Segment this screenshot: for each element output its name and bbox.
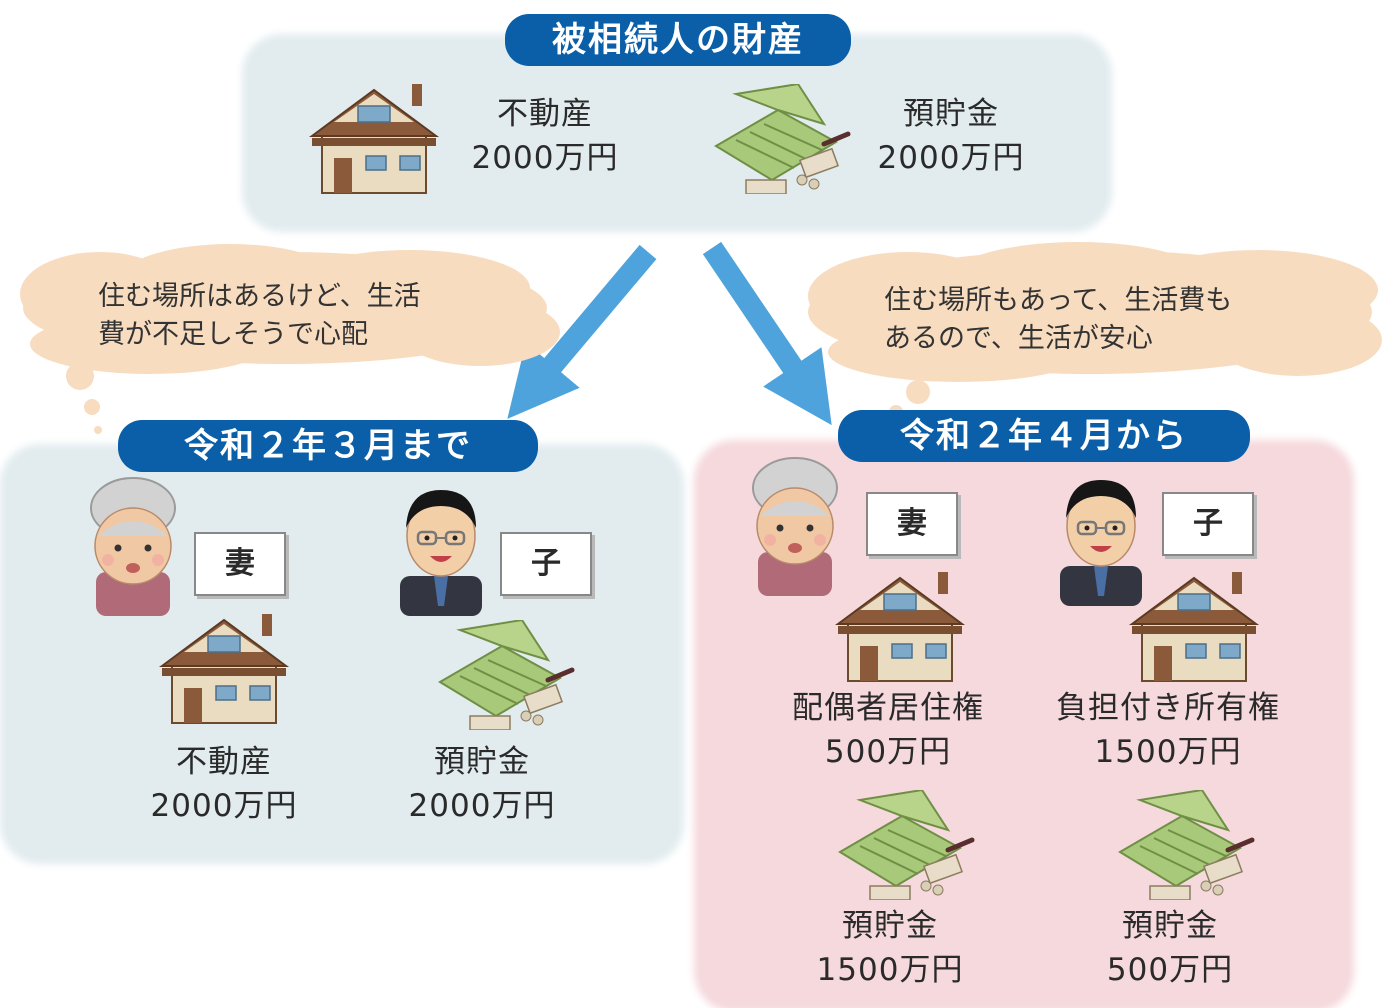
estate-title: 被相続人の財産 [505,14,851,66]
wife-savings-label: 預貯金 1500万円 [816,908,964,988]
house-icon [1124,564,1264,684]
passbook-icon [1110,790,1260,900]
passbook-icon [830,790,980,900]
passbook-icon [706,84,856,194]
wife-right-label: 配偶者居住権 500万円 [792,690,984,770]
child-tag: 子 [1162,492,1254,556]
wife-tag: 妻 [866,492,958,556]
house-icon [304,76,444,196]
wife-inheritance-label: 不動産 2000万円 [150,744,298,824]
child-right-label: 負担付き所有権 1500万円 [1056,690,1280,770]
relief-thought-text: 住む場所もあって、生活費も あるので、生活が安心 [884,285,1233,354]
child-tag: 子 [500,532,592,596]
child-inheritance-label: 預貯金 2000万円 [408,744,556,824]
child-savings-label: 預貯金 500万円 [1106,908,1234,988]
arrow-right [702,241,832,426]
after-title: 令和２年４月から [838,410,1250,462]
passbook-icon [430,620,580,730]
wife-tag: 妻 [194,532,286,596]
worry-thought-text: 住む場所はあるけど、生活 費が不足しそうで心配 [98,281,421,350]
before-title: 令和２年３月まで [118,420,538,472]
real-estate-label: 不動産 2000万円 [471,96,619,176]
child-avatar [386,476,496,616]
house-icon [830,564,970,684]
relief-thought-bubble [808,242,1382,428]
arrow-left [507,244,657,419]
savings-label: 預貯金 2000万円 [877,96,1025,176]
worry-thought-bubble [20,244,560,434]
wife-avatar [78,476,188,616]
house-icon [154,606,294,726]
